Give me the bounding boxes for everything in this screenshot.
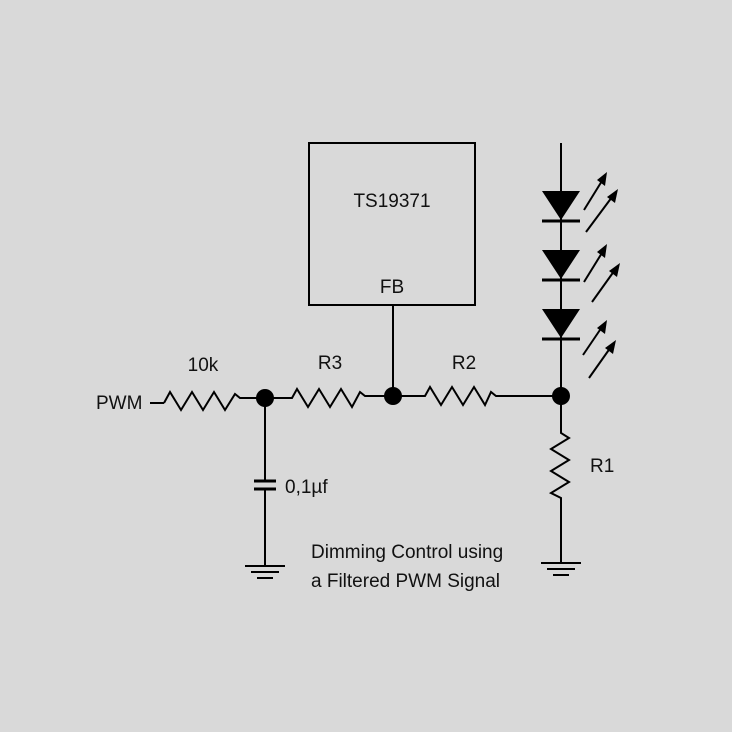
light-emission-arrow [588, 340, 616, 379]
led-diode [542, 250, 580, 282]
light-emission-arrow [585, 189, 618, 233]
resistor-r3-label: R3 [318, 353, 342, 374]
resistor-r2-label: R2 [452, 353, 476, 374]
resistor-10k [163, 390, 265, 412]
caption-line-1: Dimming Control using [311, 542, 503, 563]
light-emission-arrow [591, 263, 620, 303]
light-emission-arrow [582, 320, 607, 356]
fb-pin-label: FB [380, 277, 404, 298]
ground-symbol-r1 [541, 562, 581, 576]
resistor-r1 [548, 396, 571, 563]
resistor-r3 [265, 387, 393, 410]
ic-label: TS19371 [353, 191, 430, 212]
light-emission-arrow [583, 172, 607, 211]
resistor-r1-label: R1 [590, 456, 614, 477]
light-emission-arrow [583, 244, 607, 283]
pwm-label: PWM [96, 393, 142, 414]
led-diode [542, 309, 580, 341]
ground-symbol-capacitor [245, 565, 285, 579]
capacitor-label: 0,1µf [285, 477, 328, 498]
resistor-r2 [393, 385, 561, 408]
caption-line-2: a Filtered PWM Signal [311, 571, 500, 592]
led-diode [542, 191, 580, 223]
resistor-10k-label: 10k [188, 355, 219, 376]
